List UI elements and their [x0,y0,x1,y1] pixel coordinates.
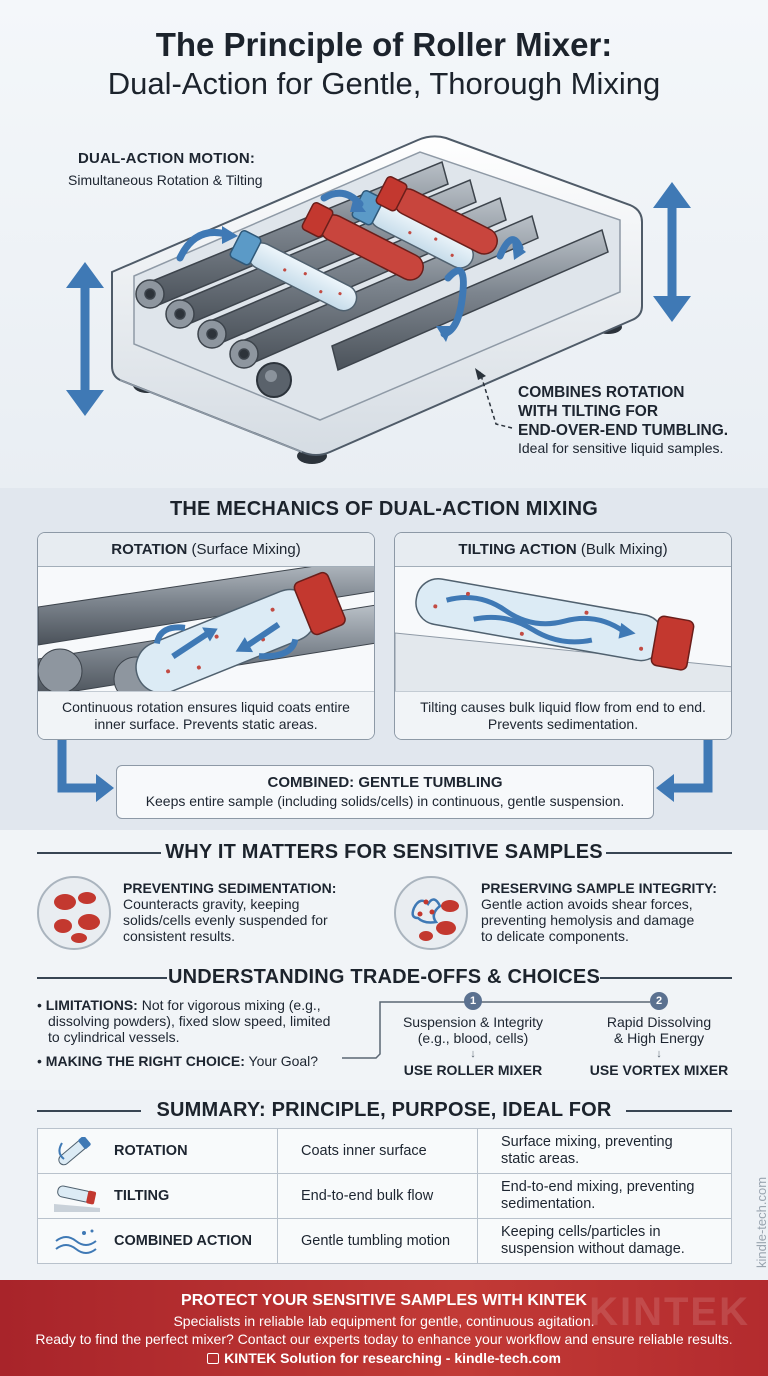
combined-description: Keeps entire sample (including solids/ce… [145,793,625,809]
mechanics-title: THE MECHANICS OF DUAL-ACTION MIXING [169,498,599,520]
rotation-tube-illustration [38,567,374,693]
tilt-arrow-right [653,182,691,322]
combined-title: COMBINED: GENTLE TUMBLING [267,774,503,791]
tilted-tube-icon [54,1185,100,1212]
preserve-integrity-text: PRESERVING SAMPLE INTEGRITY: Gentle acti… [481,880,717,944]
prevent-sedimentation-text: PREVENTING SEDIMENTATION: Counteracts gr… [123,880,337,944]
page-title: The Principle of Roller Mixer: [155,26,613,63]
footer-line1: Specialists in reliable lab equipment fo… [173,1313,595,1329]
side-watermark: kindle-tech.com [754,1176,768,1268]
combine-arrows [57,740,713,802]
limitations-text: • LIMITATIONS: Not for vigorous mixing (… [37,997,331,1045]
tilting-card-header: TILTING ACTION (Bulk Mixing) [395,533,731,567]
tilting-card: TILTING ACTION (Bulk Mixing) Tilting cau… [394,532,732,740]
cells-integrity-icon [394,876,468,950]
dual-action-sublabel: Simultaneous Rotation & Tilting [68,172,263,188]
footer-banner: PROTECT YOUR SENSITIVE SAMPLES WITH KINT… [0,1280,768,1376]
red-blood-cells-icon [37,876,111,950]
page-subtitle: Dual-Action for Gentle, Thorough Mixing [107,66,661,101]
use-vortex-mixer: USE VORTEX MIXER [589,1062,729,1078]
combined-tumbling-box: COMBINED: GENTLE TUMBLING Keeps entire s… [116,765,654,819]
tilting-tube-illustration [395,578,731,693]
rotating-tube-icon [58,1137,91,1166]
summary-title: SUMMARY: PRINCIPLE, PURPOSE, IDEAL FOR [156,1099,612,1121]
tilting-description: Tilting causes bulk liquid flow from end… [395,691,731,739]
table-row: COMBINED ACTION Gentle tumbling motion K… [37,1218,732,1264]
tilt-arrow-left [66,262,104,416]
why-section [0,830,768,1090]
rotation-description: Continuous rotation ensures liquid coats… [38,691,374,739]
why-title: WHY IT MATTERS FOR SENSITIVE SAMPLES [165,841,603,863]
combines-label: COMBINES ROTATION WITH TILTING FOR END-O… [518,384,729,439]
flow-waves-icon [55,1229,97,1254]
rotation-card-header: ROTATION (Surface Mixing) [38,533,374,567]
footer-line3[interactable]: KINTEK Solution for researching - kindle… [0,1350,768,1366]
combines-sublabel: Ideal for sensitive liquid samples. [518,440,724,456]
footer-title: PROTECT YOUR SENSITIVE SAMPLES WITH KINT… [181,1292,587,1309]
table-row: ROTATION Coats inner surface Surface mix… [37,1128,732,1174]
summary-table: ROTATION Coats inner surface Surface mix… [37,1128,732,1264]
option-1-text: Suspension & Integrity (e.g., blood, cel… [383,1014,563,1078]
footer-line2: Ready to find the perfect mixer? Contact… [35,1331,733,1347]
use-roller-mixer: USE ROLLER MIXER [403,1062,543,1078]
tradeoffs-title: UNDERSTANDING TRADE-OFFS & CHOICES [168,966,600,988]
kintek-watermark: KINTEK [589,1290,750,1334]
roller-mixer-illustration [66,135,691,464]
table-row: TILTING End-to-end bulk flow End-to-end … [37,1173,732,1219]
right-choice-text: • MAKING THE RIGHT CHOICE: Your Goal? [37,1053,319,1069]
option-2-badge: 2 [650,992,668,1010]
dual-action-label: DUAL-ACTION MOTION: [78,150,256,167]
rotation-card: ROTATION (Surface Mixing) Continuous rot… [37,532,375,740]
option-2-text: Rapid Dissolving & High Energy ↓ USE VOR… [572,1014,746,1078]
rotation-arrows [176,189,524,338]
window-icon [207,1353,220,1364]
option-1-badge: 1 [464,992,482,1010]
sample-tubes [229,176,498,312]
